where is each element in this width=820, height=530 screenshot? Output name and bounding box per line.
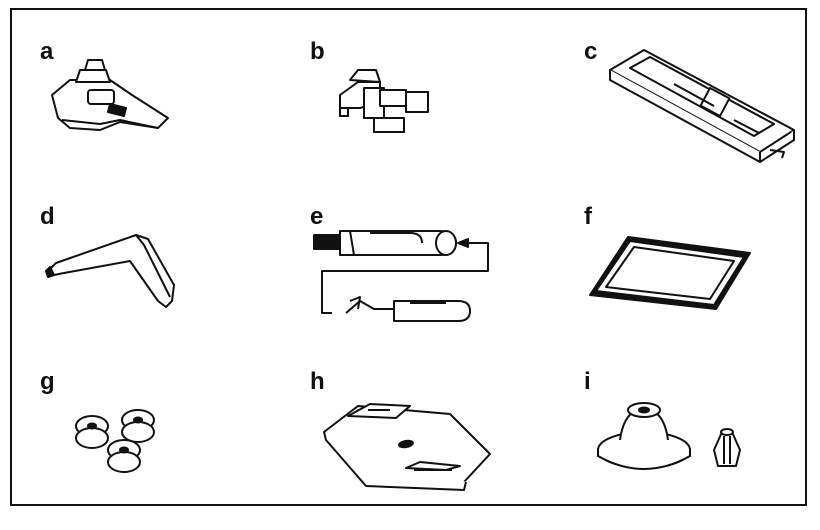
accessory-label-d: d bbox=[40, 203, 55, 230]
accessory-label-b: b bbox=[310, 38, 325, 65]
accessory-i: i bbox=[584, 370, 820, 530]
accessory-label-a: a bbox=[40, 38, 54, 65]
accessory-h: h bbox=[310, 370, 570, 530]
accessories-diagram: a b c bbox=[10, 8, 807, 506]
accessory-label-h: h bbox=[310, 368, 325, 395]
accessory-a: a bbox=[40, 40, 300, 200]
seam-ripper-brush-icon bbox=[310, 205, 570, 365]
edge-quilting-guide-icon bbox=[40, 205, 300, 365]
accessory-label-g: g bbox=[40, 368, 55, 395]
needle-pack-icon bbox=[584, 205, 804, 365]
zigzag-presser-foot-icon bbox=[40, 40, 300, 200]
accessory-b: b bbox=[310, 40, 570, 200]
accessory-e: e bbox=[310, 205, 570, 365]
accessory-d: d bbox=[40, 205, 300, 365]
accessory-label-e: e bbox=[310, 203, 324, 230]
bobbins-icon bbox=[40, 370, 300, 530]
accessory-f: f bbox=[584, 205, 820, 365]
spool-cap-icon bbox=[584, 370, 804, 530]
accessory-label-f: f bbox=[584, 203, 592, 230]
darning-plate-icon bbox=[310, 370, 570, 530]
buttonhole-foot-icon bbox=[584, 40, 804, 200]
accessory-label-c: c bbox=[584, 38, 598, 65]
accessory-c: c bbox=[584, 40, 820, 200]
accessory-label-i: i bbox=[584, 368, 591, 395]
zipper-foot-icon bbox=[310, 40, 570, 200]
accessory-g: g bbox=[40, 370, 300, 530]
